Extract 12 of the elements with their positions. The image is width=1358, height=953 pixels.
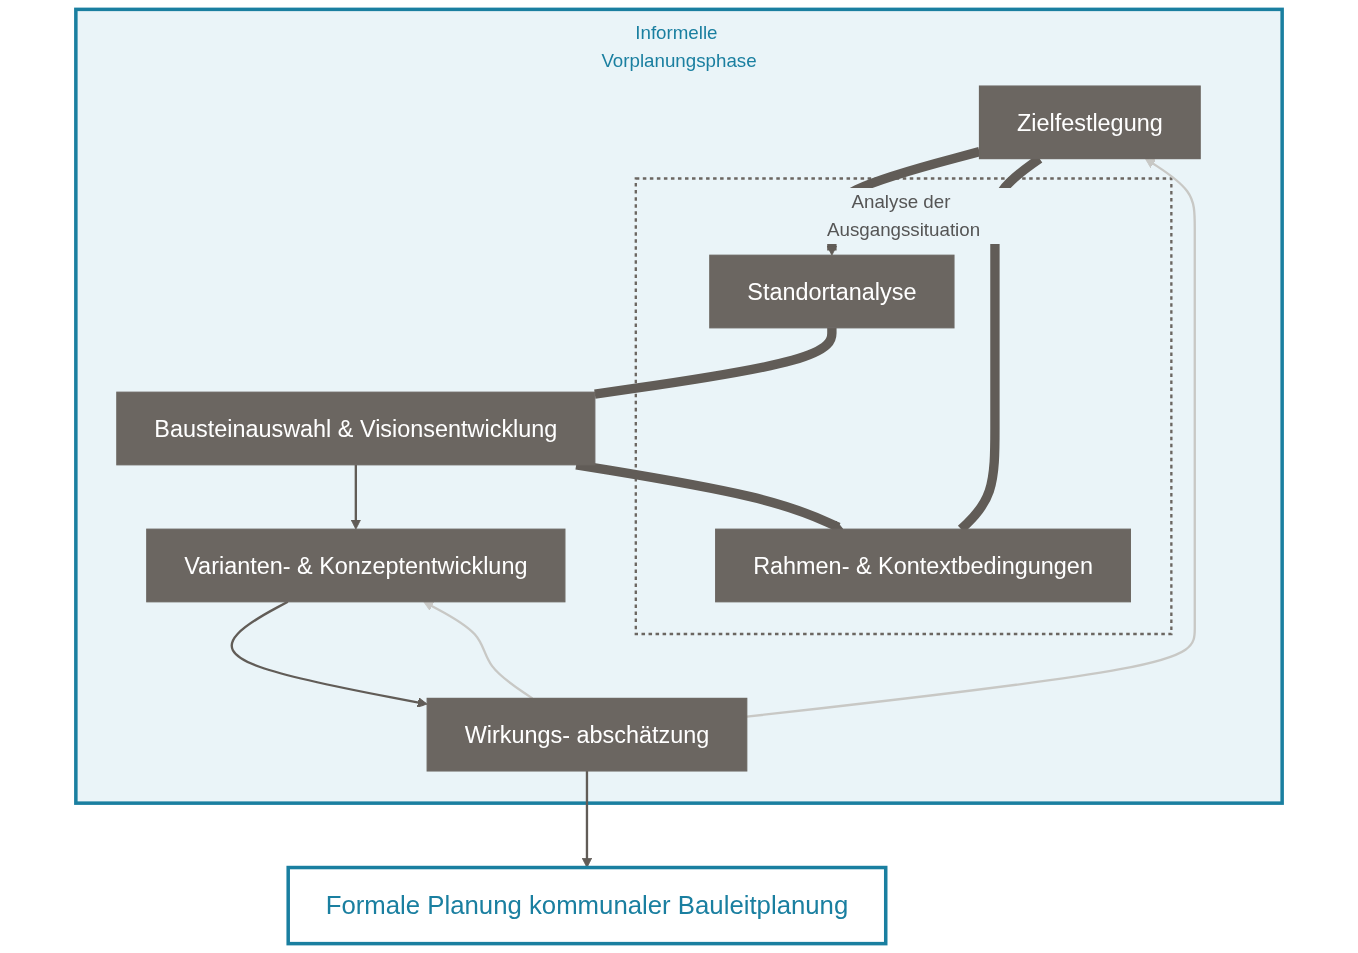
arrow xyxy=(230,600,428,708)
arrow xyxy=(746,158,1196,718)
node-box: Formale Planung kommunaler Bauleitplanung xyxy=(286,865,888,946)
node-box: Standortanalyse xyxy=(709,254,955,329)
arrow xyxy=(581,770,593,868)
node-box: Bausteinauswahl & Visionsentwicklung xyxy=(116,391,596,466)
arrow xyxy=(350,464,361,530)
arrow xyxy=(423,601,534,700)
node-box: Rahmen- & Kontextbedingungen xyxy=(715,528,1131,603)
node-box: Zielfestlegung xyxy=(978,85,1201,160)
node-box: Wirkungs- abschätzung xyxy=(426,697,748,772)
node-box: Varianten- & Konzeptentwicklung xyxy=(146,528,566,603)
